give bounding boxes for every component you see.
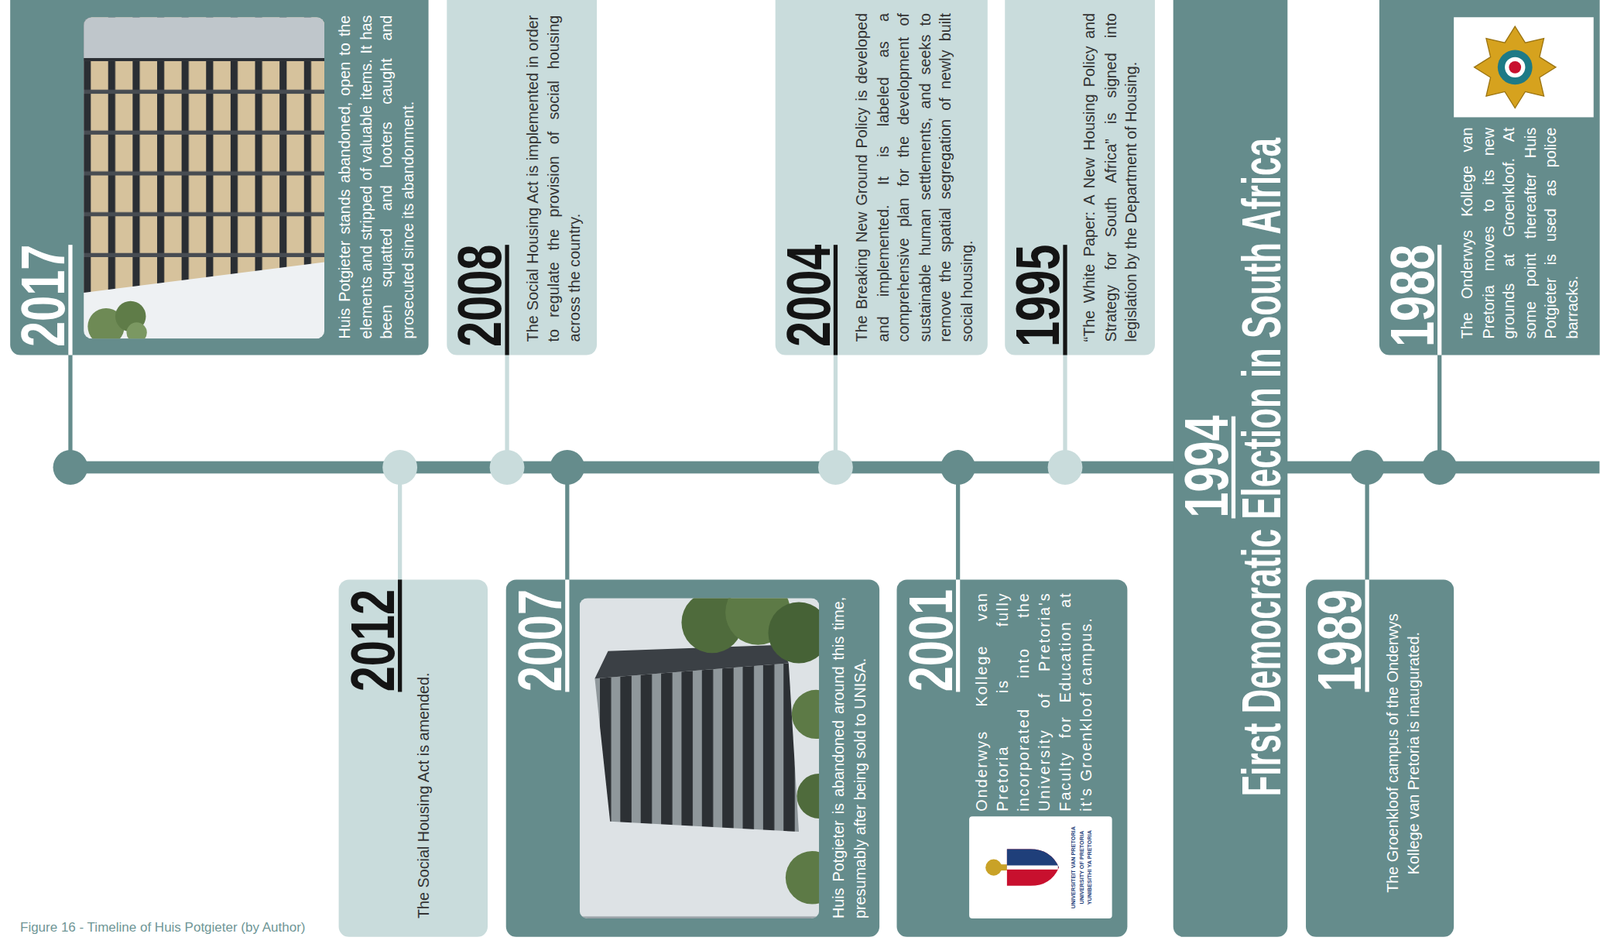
year-label: 2017 (13, 244, 75, 347)
timeline-dot (549, 449, 585, 485)
event-description: “The White Paper: A New Housing Policy a… (1079, 13, 1142, 342)
building-photo-drawing (83, 17, 325, 339)
police-badge-drawing (1453, 17, 1594, 117)
university-crest (969, 815, 1066, 919)
building-photo-drawing (579, 597, 820, 919)
event-description: Onderwys Kollege van Pretoria is fully i… (971, 591, 1097, 811)
year-label: 2004 (778, 244, 840, 347)
timeline-dot (1349, 449, 1385, 485)
logo-label: YUNIBESITHI YA PRETORIA (1085, 815, 1094, 919)
event-card: 2007 Huis Potgieter is abandoned around t… (506, 579, 880, 936)
event-card: 2008The Social Housing Act is implemente… (446, 0, 597, 356)
university-logo: UNIVERSITEIT VAN PRETORIAUNIVERSITY OF P… (969, 815, 1113, 919)
event-card: 2004The Breaking New Ground Policy is de… (775, 0, 988, 356)
timeline-dot (818, 449, 854, 485)
event-description: The Groenkloof campus of the Onderwys Ko… (1382, 594, 1425, 912)
timeline-dot (53, 449, 89, 485)
logo-label: UNIVERSITY OF PRETORIA (1077, 815, 1087, 919)
logo-label: UNIVERSITEIT VAN PRETORIA (1068, 815, 1078, 919)
band-title: First Democratic Election in South Afric… (1233, 137, 1289, 796)
year-label: 1988 (1382, 244, 1444, 347)
timeline-dot (382, 449, 418, 485)
building-photo (579, 597, 820, 919)
building-photo (83, 17, 325, 339)
event-description: The Social Housing Act is amended. (413, 591, 435, 919)
event-description: Huis Potgieter is abandoned around this … (828, 596, 871, 919)
event-card: 1988The Onderwys Kollege van Pretoria mo… (1379, 0, 1600, 356)
event-description: The Breaking New Ground Policy is develo… (852, 13, 978, 342)
timeline-dot (1048, 449, 1083, 485)
logo-text: UNIVERSITEIT VAN PRETORIAUNIVERSITY OF P… (1068, 815, 1094, 919)
police-badge (1453, 17, 1594, 117)
event-card: UNIVERSITEIT VAN PRETORIAUNIVERSITY OF P… (897, 579, 1128, 936)
event-description: The Onderwys Kollege van Pretoria moves … (1456, 127, 1583, 340)
event-description: Huis Potgieter stands abandoned, open to… (334, 15, 418, 340)
timeline-dot (1421, 449, 1457, 485)
event-description: The Social Housing Act is implemented in… (522, 15, 586, 343)
event-card: 2012 The Social Housing Act is amended. (339, 579, 488, 936)
year-label: 1989 (1309, 589, 1371, 692)
year-label: 1994 (1176, 415, 1238, 518)
timeline-dot (489, 449, 525, 485)
year-label: 2007 (510, 589, 572, 692)
year-label: 2001 (901, 589, 963, 692)
timeline-dot (940, 449, 976, 485)
year-label: 1995 (1007, 244, 1069, 347)
year-label: 2008 (449, 244, 511, 347)
event-band: 1994First Democratic Election in South A… (1173, 0, 1289, 937)
figure-caption: Figure 16 - Timeline of Huis Potgieter (… (20, 918, 306, 936)
event-card: 2017 Huis Potgieter stands abandoned, ope… (10, 0, 429, 356)
year-label: 2012 (342, 589, 405, 692)
event-card: 1989 The Groenkloof campus of the Onderwy… (1305, 579, 1454, 936)
event-card: 1995“The White Paper: A New Housing Poli… (1004, 0, 1155, 356)
